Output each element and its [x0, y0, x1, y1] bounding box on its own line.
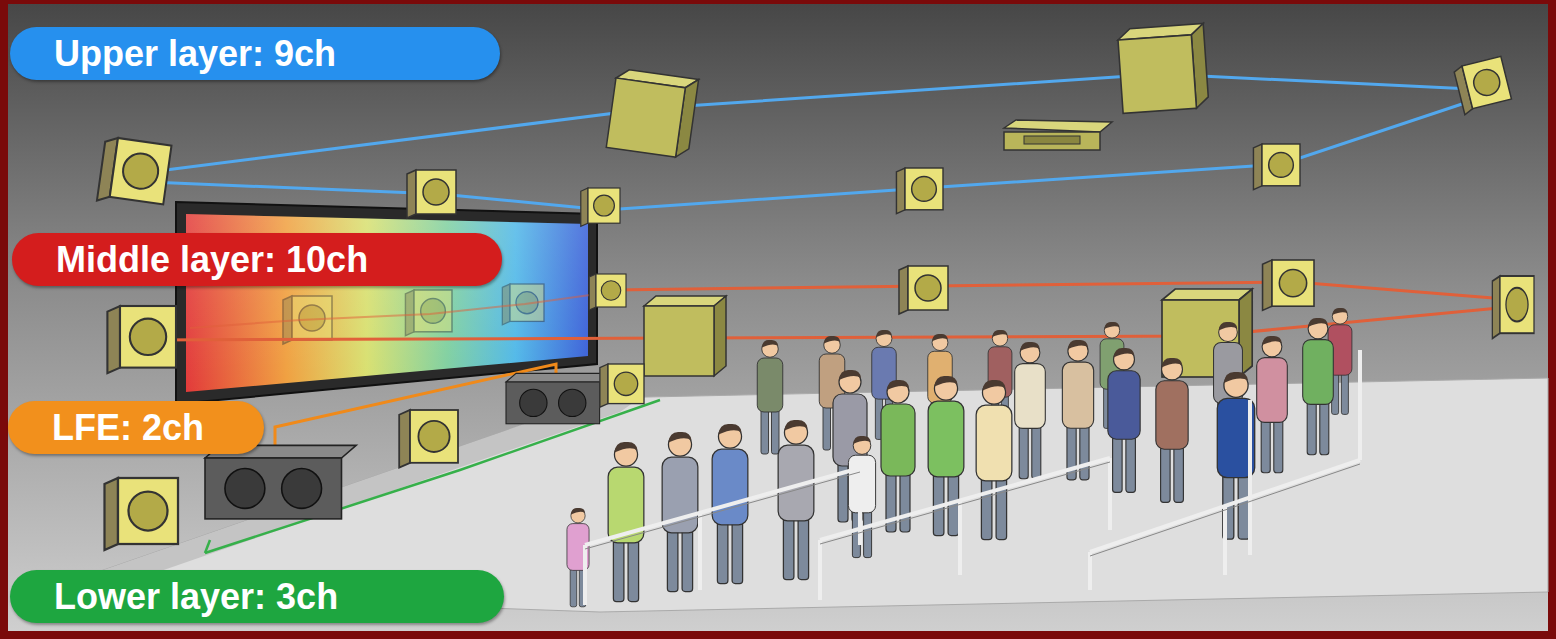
railing-shadow [820, 462, 1110, 544]
speaker [589, 274, 626, 310]
railing-post [698, 513, 702, 590]
railing-bar [1358, 350, 1362, 460]
person [1257, 336, 1288, 473]
speaker [97, 136, 172, 209]
box-speaker [1117, 24, 1209, 114]
speaker [581, 188, 620, 226]
subwoofer [205, 445, 356, 519]
upper-layer-line [150, 94, 1492, 210]
railing-post [1223, 506, 1227, 575]
speaker [399, 410, 458, 468]
middle-layer-line [612, 282, 1518, 300]
layer-label-text: Lower layer: 3ch [54, 576, 338, 618]
middle-layer-line [190, 292, 612, 328]
layer-label-text: Middle layer: 10ch [56, 239, 368, 281]
layer-label-text: LFE: 2ch [52, 407, 204, 449]
subwoofer [506, 373, 610, 423]
person [662, 432, 698, 592]
railing-post [1108, 458, 1112, 530]
railing-bar [585, 468, 860, 545]
speaker [1453, 56, 1512, 114]
speaker [105, 478, 179, 550]
ceiling-speaker [1004, 120, 1112, 132]
person [1156, 358, 1188, 502]
layer-label-pill: Upper layer: 9ch [10, 27, 500, 80]
person [1303, 318, 1334, 455]
railing-shadow [585, 472, 860, 549]
person [1015, 342, 1046, 479]
speaker [407, 170, 456, 218]
speaker [107, 306, 176, 373]
person [608, 442, 644, 602]
speaker [896, 168, 943, 214]
railing-post [1088, 552, 1092, 590]
person [1108, 348, 1140, 492]
railing-post [958, 500, 962, 575]
ceiling-speaker [1004, 132, 1100, 150]
box-speaker [606, 68, 698, 159]
layer-label-text: Upper layer: 9ch [54, 33, 336, 75]
background [8, 4, 1548, 631]
railing-post [583, 545, 587, 605]
railing-post [1248, 400, 1252, 555]
person [1062, 340, 1093, 480]
speaker [600, 364, 644, 407]
lower-layer-line [205, 540, 210, 553]
speaker [1492, 276, 1534, 338]
person [567, 508, 589, 607]
speaker [1263, 260, 1314, 310]
layer-label-pill: Lower layer: 3ch [10, 570, 504, 623]
person [881, 380, 915, 532]
railing-bar [820, 458, 1110, 540]
ceiling-speaker-grille [1024, 136, 1080, 144]
layer-label-pill: Middle layer: 10ch [12, 233, 502, 286]
speaker [1253, 144, 1300, 190]
railing-shadow [1090, 464, 1360, 556]
railings [585, 350, 1360, 605]
person [848, 436, 875, 558]
speaker [899, 266, 948, 314]
person [976, 380, 1012, 540]
person [778, 420, 814, 580]
layer-label-pill: LFE: 2ch [8, 401, 264, 454]
railing-shadows [585, 462, 1360, 556]
box-speaker [644, 296, 726, 376]
person [757, 340, 783, 454]
railing-post [818, 540, 822, 600]
